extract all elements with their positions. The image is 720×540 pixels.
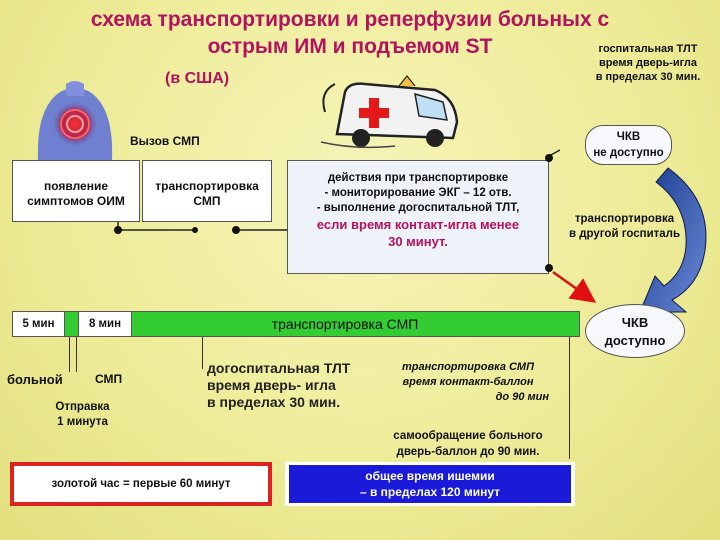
prehospital-tlt-line-1: догоспитальная ТЛТ: [207, 360, 351, 376]
prehospital-actions-line-5: 30 минут.: [388, 234, 448, 249]
timeline-tick: [76, 337, 77, 372]
ambulance-illustration: [320, 75, 459, 149]
page-title: схема транспортировки и реперфузии больн…: [30, 6, 670, 60]
patient-label: больной: [7, 372, 63, 387]
prehospital-actions-line-2: - мониторирование ЭКГ – 12 отв.: [324, 187, 512, 199]
ems-transport-line-2: СМП: [193, 194, 221, 208]
node-dot: [545, 264, 553, 272]
total-ischemia-inner: общее время ишемии – в пределах 120 мину…: [289, 465, 571, 503]
ems-label: СМП: [95, 372, 123, 386]
prehospital-tlt-line-3: в пределах 30 мин.: [207, 394, 341, 410]
dispatch-line-1: Отправка: [55, 401, 110, 413]
prehospital-tlt-note: догоспитальная ТЛТ время дверь- игла в п…: [207, 360, 350, 411]
dispatch-note: Отправка 1 минута: [45, 400, 120, 430]
transfer-line-1: транспортировка: [574, 213, 675, 225]
node-dot: [192, 227, 198, 233]
timeline-tick: [202, 337, 203, 369]
curved-transfer-arrow: [639, 167, 707, 313]
ems-transport-line-1: транспортировка: [155, 179, 259, 193]
subtitle: (в США): [165, 70, 230, 87]
timeline-cell-5: [12, 311, 65, 337]
prehospital-actions-line-1: действия при транспортировке: [327, 172, 509, 184]
timeline-tick: [69, 337, 70, 372]
hospital-tlt-line-3: в пределах 30 мин.: [595, 71, 701, 83]
timeline-8-min: 8 мин: [88, 318, 122, 330]
self-referral-note: самообращение больного дверь-баллон до 9…: [368, 428, 568, 460]
ems-pci-line-1: транспортировка СМП: [401, 361, 535, 373]
chest-pain-illustration: [37, 81, 113, 160]
dispatch-line-2: 1 минута: [57, 416, 108, 428]
symptom-onset-box: появление симптомов ОИМ: [12, 160, 140, 222]
pci-unavailable-line-1: ЧКВ: [616, 131, 641, 143]
self-referral-line-2: дверь-баллон до 90 мин.: [396, 446, 540, 458]
transfer-other-hospital: транспортировка в другой госпиталь: [552, 212, 697, 242]
prehospital-tlt-line-2: время дверь- игла: [207, 377, 336, 393]
hospital-tlt-line-2: время дверь-игла: [598, 57, 698, 69]
pci-available-line-1: ЧКВ: [621, 315, 649, 330]
pci-available-bubble: ЧКВ доступно: [585, 304, 685, 358]
ems-pci-note: транспортировка СМП время контакт-баллон…: [383, 360, 553, 405]
hospital-tlt-note: госпитальная ТЛТ время дверь-игла в пред…: [578, 42, 718, 84]
total-ischemia-box: общее время ишемии – в пределах 120 мину…: [285, 462, 575, 506]
pci-unavailable-line-2: не доступно: [593, 147, 664, 159]
prehospital-actions-line-4: если время контакт-игла менее: [316, 217, 520, 232]
prehospital-actions-box: действия при транспортировке - мониторир…: [287, 160, 549, 274]
golden-hour-box: золотой час = первые 60 минут: [10, 462, 272, 506]
ems-pci-line-2: время контакт-баллон: [402, 376, 534, 388]
symptom-onset-line-2: симптомов ОИМ: [27, 194, 125, 208]
pci-unavailable-bubble: ЧКВ не доступно: [585, 125, 672, 165]
prehospital-actions-line-3: - выполнение догоспитальной ТЛТ,: [316, 202, 520, 214]
timeline-bar-label: транспортировка СМП: [271, 316, 419, 332]
node-dot: [114, 226, 122, 234]
pci-available-line-2: доступно: [604, 333, 666, 348]
timeline-cell-8: [78, 311, 132, 337]
red-arrow-to-pci: [552, 270, 597, 303]
symptom-onset-line-1: появление: [43, 179, 109, 193]
ems-pci-line-3: до 90 мин: [495, 391, 549, 403]
title-line-1: схема транспортировки и реперфузии больн…: [90, 8, 610, 31]
timeline-5-min: 5 мин: [22, 318, 55, 330]
total-ischemia-line-1: общее время ишемии: [365, 469, 495, 483]
timeline-tick: [569, 337, 570, 459]
hospital-tlt-line-1: госпитальная ТЛТ: [598, 43, 698, 55]
total-ischemia-line-2: – в пределах 120 минут: [359, 485, 501, 499]
transfer-line-2: в другой госпиталь: [568, 228, 681, 240]
self-referral-line-1: самообращение больного: [393, 430, 543, 442]
node-dot: [232, 226, 240, 234]
node-dot: [545, 154, 553, 162]
ems-call-label: Вызов СМП: [130, 134, 200, 148]
title-line-2: острым ИМ и подъемом ST: [207, 35, 493, 58]
ems-transport-box: транспортировка СМП: [142, 160, 272, 222]
